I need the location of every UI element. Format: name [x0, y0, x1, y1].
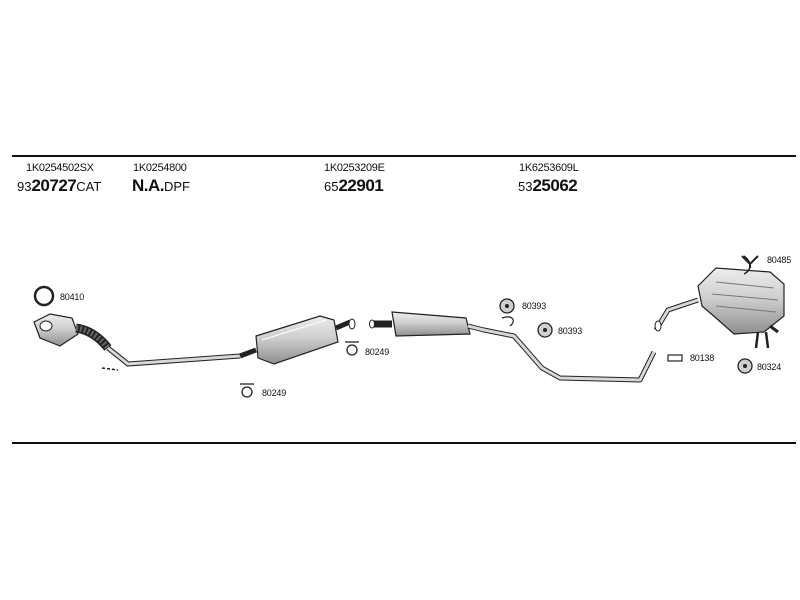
ref-main: N.A.: [132, 176, 165, 195]
ref-middle-silencer: 6522901: [324, 176, 384, 196]
ref-dpf: N.A.DPF: [132, 176, 190, 196]
bracket-80138-icon: [667, 354, 683, 362]
ring-80410-icon: [33, 285, 55, 307]
callout-80324: 80324: [757, 362, 782, 372]
clamp-80249-icon: [345, 341, 359, 356]
callout-80410: 80410: [60, 292, 85, 302]
ref-suffix: CAT: [76, 179, 102, 194]
bottom-divider-line: [12, 442, 796, 444]
callout-80249-lower: 80249: [262, 388, 287, 398]
clamp-80249-icon: [240, 383, 254, 398]
middle-silencer-section: [369, 311, 657, 383]
top-divider-line: [12, 155, 796, 157]
rear-silencer-section: [653, 255, 785, 349]
callout-80393-lower: 80393: [558, 326, 583, 336]
callout-80249-upper: 80249: [365, 347, 390, 357]
ref-main: 20727: [31, 176, 77, 195]
ref-prefix: 93: [17, 179, 32, 194]
part-code-middle-silencer: 1K0253209E: [324, 162, 385, 174]
part-code-dpf: 1K0254800: [133, 162, 187, 174]
callout-80138: 80138: [690, 353, 715, 363]
part-code-rear-silencer: 1K6253609L: [519, 162, 579, 174]
hanger-80324-icon: [737, 358, 753, 374]
ref-prefix: 53: [518, 179, 533, 194]
part-code-catalyst: 1K0254502SX: [26, 162, 94, 174]
callout-80393-upper: 80393: [522, 301, 547, 311]
hanger-80393-icon: [537, 322, 553, 338]
dpf-section: [239, 315, 356, 365]
ref-prefix: 65: [324, 179, 339, 194]
catalyst-section: [33, 313, 241, 371]
hanger-80393-icon: [499, 298, 515, 314]
ref-suffix: DPF: [164, 179, 190, 194]
hanger-80485-icon: [741, 255, 759, 268]
callout-80485: 80485: [767, 255, 792, 265]
ref-main: 22901: [338, 176, 384, 195]
ref-catalyst: 9320727CAT: [17, 176, 101, 196]
ref-main: 25062: [532, 176, 578, 195]
ref-rear-silencer: 5325062: [518, 176, 578, 196]
